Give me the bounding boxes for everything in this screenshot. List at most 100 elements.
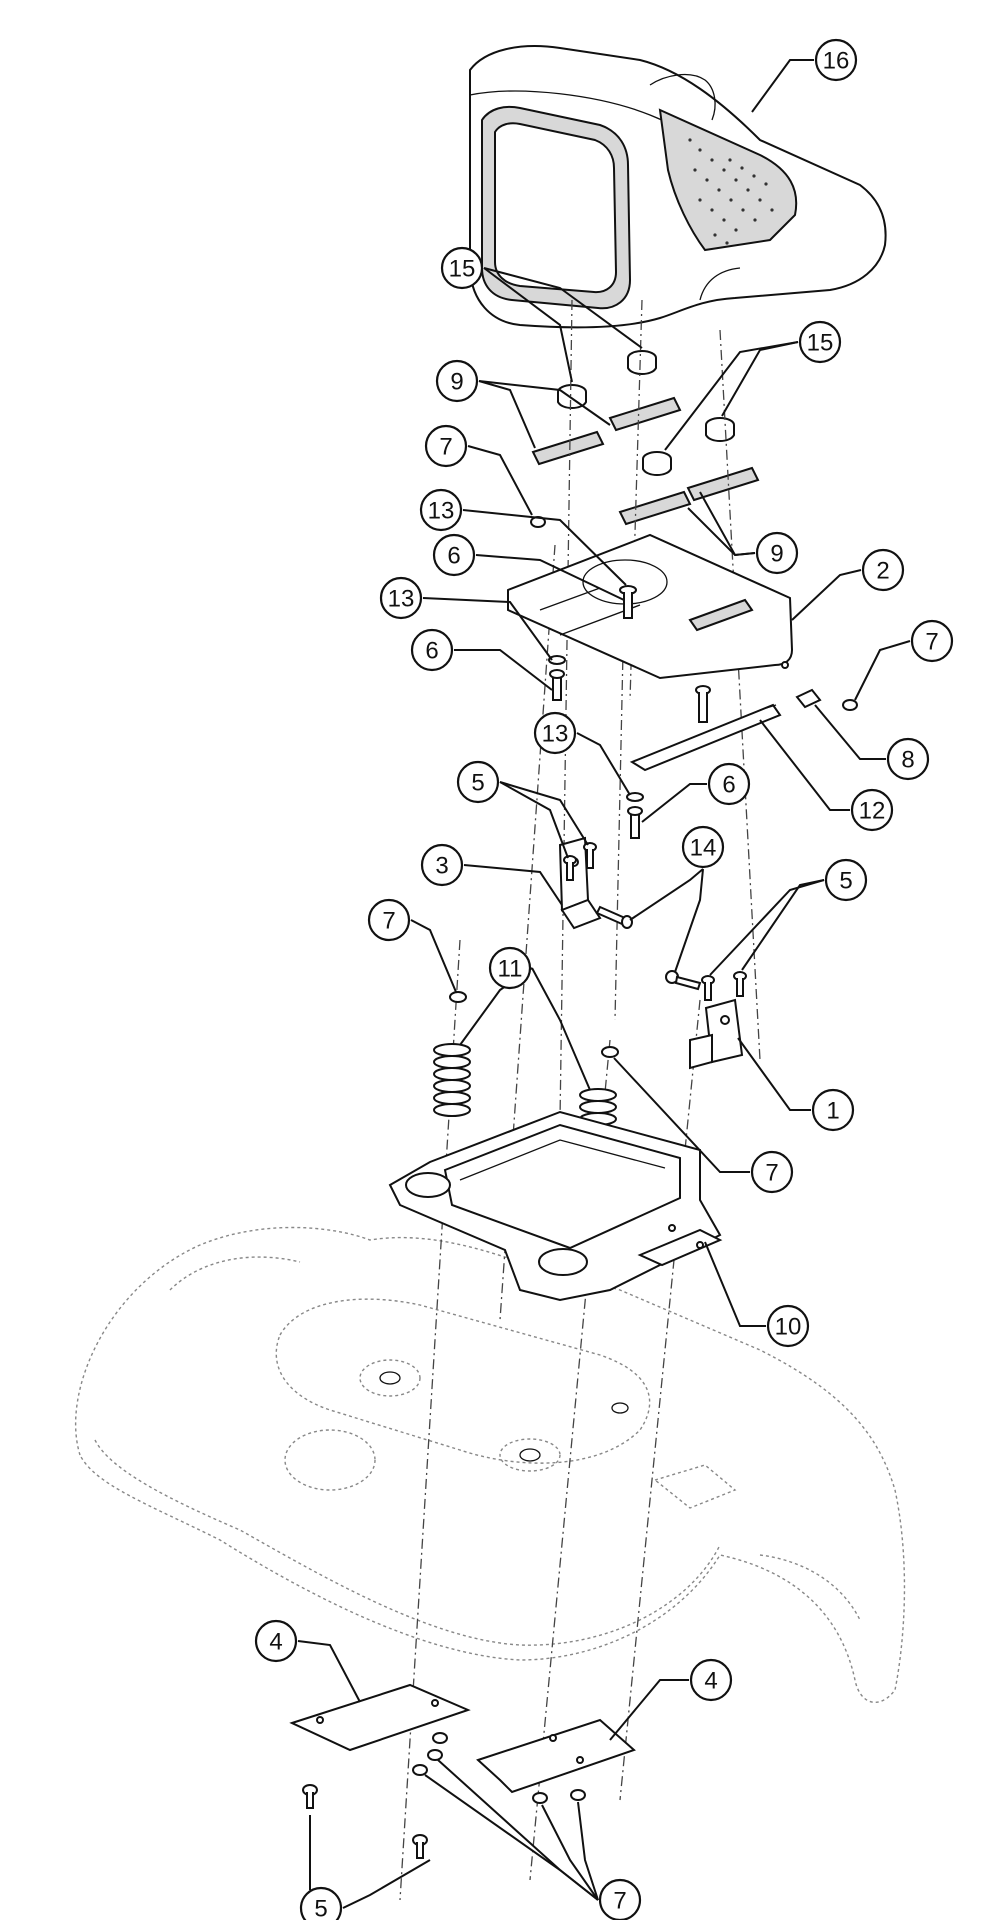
callout-circle [681,825,725,869]
callout-label: 13 [388,586,415,613]
callout-7: 7 [424,424,468,468]
callout-circle [755,531,799,575]
callout-circle [707,762,751,806]
callout-circle [410,628,454,672]
hinge-brackets [558,836,744,1070]
callout-label: 7 [439,434,452,461]
callout-2: 2 [861,548,905,592]
callout-5: 5 [299,1886,343,1920]
callout-label: 7 [925,629,938,656]
callout-circle [254,1619,298,1663]
callout-circle [419,488,463,532]
callout-16: 16 [814,38,858,82]
callout-7: 7 [598,1878,642,1920]
callout-circle [798,320,842,364]
callout-3: 3 [420,843,464,887]
callout-circle [456,760,500,804]
fender-holes [379,1371,629,1462]
callout-circle [598,1878,642,1920]
callout-circle [811,1088,855,1132]
seat-rail [629,688,858,772]
callout-circle [424,424,468,468]
callout-circle [824,858,868,902]
callout-circle [750,1150,794,1194]
callout-label: 6 [447,543,460,570]
callout-label: 7 [765,1160,778,1187]
callout-1: 1 [811,1088,855,1132]
callout-4: 4 [689,1658,733,1702]
nut-7-mid [601,1046,619,1058]
fender-body [75,1226,906,1703]
seat-tracks [531,396,760,526]
callout-circle [440,246,484,290]
callout-label: 6 [425,638,438,665]
lower-nuts [412,1732,586,1804]
callout-label: 9 [770,541,783,568]
callout-label: 16 [823,48,850,75]
callout-label: 11 [498,956,523,983]
callout-8: 8 [886,737,930,781]
callout-label: 2 [876,558,889,585]
callout-7: 7 [367,898,411,942]
callout-13: 13 [533,711,577,755]
callout-label: 5 [839,868,852,895]
callout-circle [420,843,464,887]
callout-circle [861,548,905,592]
callout-label: 5 [471,770,484,797]
callout-label: 7 [382,908,395,935]
callout-label: 4 [269,1629,282,1656]
callout-label: 13 [428,498,455,525]
callout-circle [910,619,954,663]
callout-circle [533,711,577,755]
callout-label: 15 [807,330,834,357]
callout-6: 6 [410,628,454,672]
callout-circle [689,1658,733,1702]
callout-label: 9 [450,369,463,396]
callout-label: 5 [314,1896,327,1920]
lower-plates [289,1683,636,1794]
callout-label: 12 [859,798,886,825]
callout-circle [432,533,476,577]
callout-14: 14 [681,825,725,869]
callout-7: 7 [910,619,954,663]
callout-6: 6 [707,762,751,806]
callout-label: 8 [901,747,914,774]
nut-7-left [449,991,467,1003]
callout-13: 13 [379,576,423,620]
callout-4: 4 [254,1619,298,1663]
callout-label: 10 [775,1314,802,1341]
callout-label: 7 [613,1888,626,1915]
callout-5: 5 [824,858,868,902]
callout-7: 7 [750,1150,794,1194]
bolts-and-washers [548,585,711,839]
seat [469,45,887,329]
callout-15: 15 [798,320,842,364]
callout-circle [299,1886,343,1920]
callout-circle [488,946,532,990]
callout-15: 15 [440,246,484,290]
callout-9: 9 [755,531,799,575]
callout-label: 13 [542,721,569,748]
seat-plate [507,533,794,680]
callout-9: 9 [435,359,479,403]
callout-circle [435,359,479,403]
callout-label: 4 [704,1668,717,1695]
callout-label: 1 [826,1098,839,1125]
callout-circle [766,1304,810,1348]
callout-11: 11 [488,946,532,990]
seat-perforation [658,108,798,252]
callout-5: 5 [456,760,500,804]
callout-circle [814,38,858,82]
callout-10: 10 [766,1304,810,1348]
leader-lines [297,59,911,1909]
callout-label: 15 [449,256,476,283]
callout-label: 14 [690,835,717,862]
seat-pan-base [388,1110,723,1302]
callout-circle [850,788,894,832]
callout-circle [379,576,423,620]
callout-circle [367,898,411,942]
callout-6: 6 [432,533,476,577]
callout-circle [886,737,930,781]
